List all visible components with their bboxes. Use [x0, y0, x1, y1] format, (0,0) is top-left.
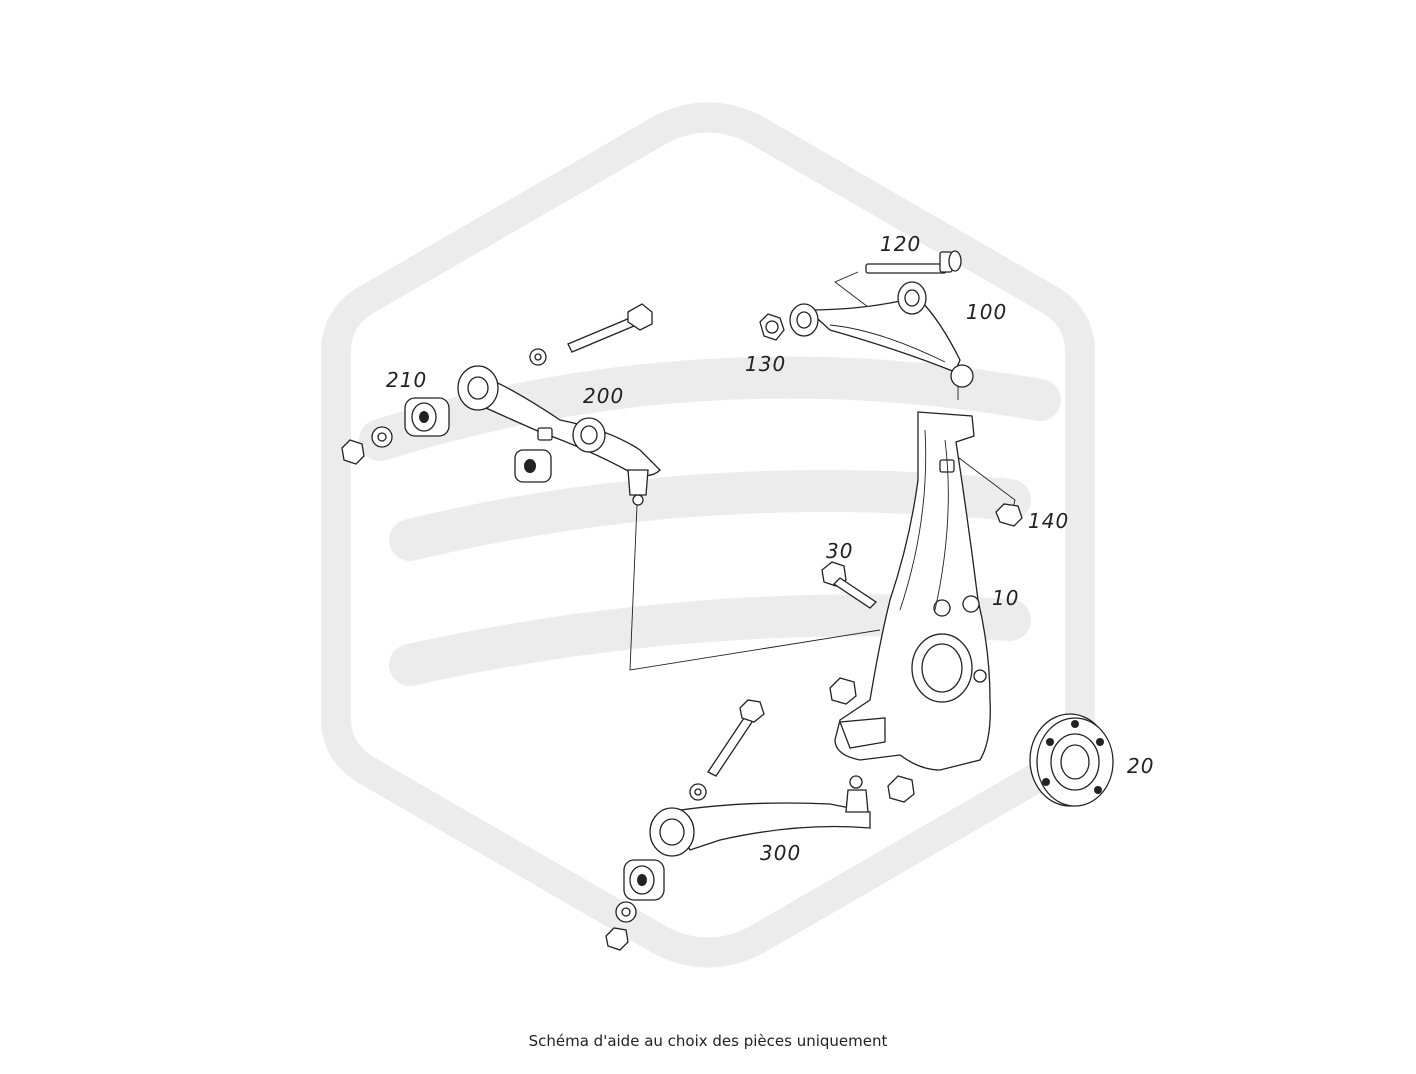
- bolt-300[interactable]: [707, 699, 765, 777]
- nut-130[interactable]: [759, 313, 785, 341]
- nut-300[interactable]: [605, 927, 629, 951]
- part-label-10[interactable]: 10: [992, 586, 1019, 610]
- arm-bolt[interactable]: [567, 303, 653, 353]
- nut-210[interactable]: [341, 439, 365, 465]
- bushing-210[interactable]: [404, 397, 450, 437]
- steering-knuckle-10[interactable]: [834, 411, 991, 771]
- nut-140[interactable]: [995, 503, 1023, 527]
- upper-control-arm-100[interactable]: [789, 281, 974, 400]
- washer-300-lower[interactable]: [615, 901, 637, 923]
- part-label-210[interactable]: 210: [386, 368, 427, 392]
- bolt-120[interactable]: [865, 250, 962, 274]
- part-label-100[interactable]: 100: [966, 300, 1007, 324]
- nut-knuckle-lower[interactable]: [887, 775, 915, 803]
- washer-small[interactable]: [529, 348, 547, 366]
- part-label-130[interactable]: 130: [745, 352, 786, 376]
- part-label-140[interactable]: 140: [1028, 509, 1069, 533]
- bushing-300[interactable]: [623, 859, 665, 901]
- bushing-lower[interactable]: [514, 449, 552, 483]
- washer-300-upper[interactable]: [689, 783, 707, 801]
- part-label-20[interactable]: 20: [1127, 754, 1154, 778]
- washer-210[interactable]: [371, 426, 393, 448]
- bolt-30[interactable]: [821, 561, 878, 609]
- diagram-caption: Schéma d'aide au choix des pièces unique…: [528, 1032, 888, 1050]
- part-label-30[interactable]: 30: [826, 539, 853, 563]
- nut-knuckle-upper[interactable]: [829, 677, 857, 705]
- part-label-120[interactable]: 120: [880, 232, 921, 256]
- wheel-hub-20[interactable]: [1029, 713, 1114, 807]
- part-label-300[interactable]: 300: [760, 841, 801, 865]
- lower-rear-arm-300[interactable]: [649, 775, 871, 857]
- front-lower-arm-200[interactable]: [457, 365, 661, 506]
- part-label-200[interactable]: 200: [583, 384, 624, 408]
